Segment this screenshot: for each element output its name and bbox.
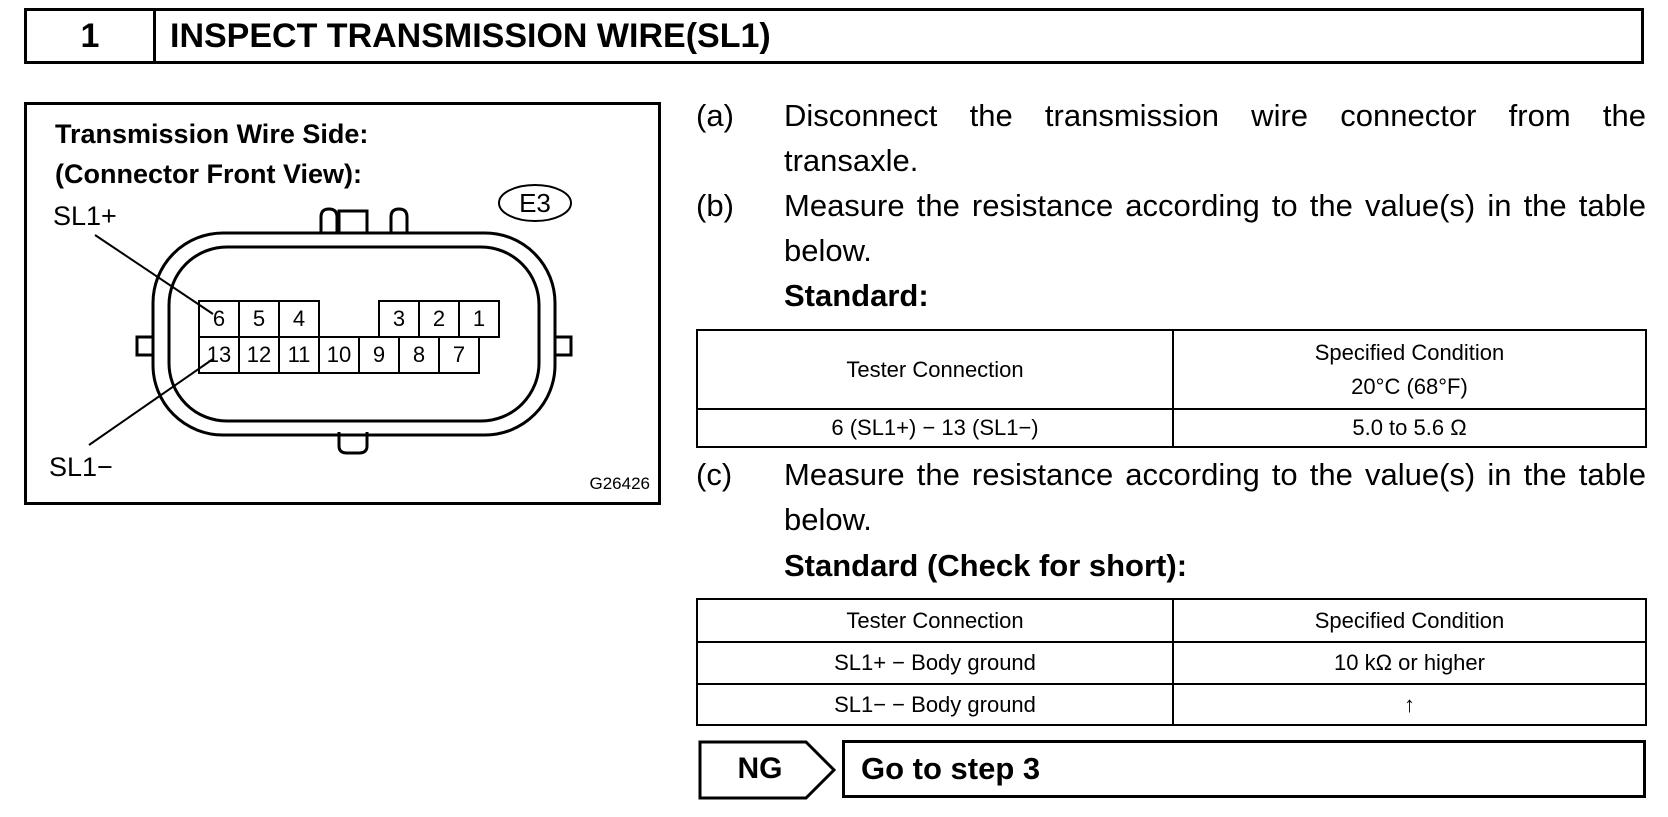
pin-9: 9 (372, 342, 386, 367)
ng-arrow-icon (698, 740, 837, 800)
step-number: 1 (27, 11, 156, 61)
pin-2: 2 (432, 306, 446, 331)
step-b-letter: (b) (696, 188, 734, 223)
table2-header-connection: Tester Connection (696, 598, 1174, 643)
pin-11: 11 (287, 342, 311, 367)
step-a-letter: (a) (696, 98, 734, 133)
goto-step-link[interactable]: Go to step 3 (842, 740, 1646, 798)
connector-key (337, 432, 369, 455)
table1-header-condition-line2: 20°C (68°F) (1351, 373, 1468, 399)
leader-line-minus (88, 358, 214, 446)
pin-8: 8 (412, 342, 426, 367)
table-row: SL1+ − Body ground 10 kΩ or higher (696, 641, 1647, 685)
pin-1: 1 (472, 306, 486, 331)
standard-label: Standard: (784, 278, 929, 313)
table1-row1-connection: 6 (SL1+) − 13 (SL1−) (696, 408, 1174, 448)
connector-ear-right (555, 335, 573, 357)
step-c: (c) Measure the resistance according to … (696, 452, 1646, 542)
figure-code: G26426 (589, 474, 651, 493)
table-header-row: Tester Connection Specified Condition 20… (696, 329, 1647, 410)
label-sl1-minus: SL1− (49, 452, 113, 482)
short-check-table: Tester Connection Specified Condition SL… (696, 598, 1647, 726)
connector-figure: Transmission Wire Side: (Connector Front… (24, 102, 661, 505)
step-c-text: Measure the resistance according to the … (784, 457, 1646, 537)
pin-3: 3 (392, 306, 406, 331)
figure-heading-line1: Transmission Wire Side: (55, 119, 369, 149)
figure-heading-line2: (Connector Front View): (55, 159, 362, 189)
step-c-letter: (c) (696, 457, 733, 492)
table-row: 6 (SL1+) − 13 (SL1−) 5.0 to 5.6 Ω (696, 408, 1647, 448)
connector-code-badge (498, 184, 572, 222)
connector-diagram (88, 184, 573, 455)
pin-6: 6 (212, 306, 226, 331)
pin-7: 7 (452, 342, 466, 367)
resistance-table: Tester Connection Specified Condition 20… (696, 329, 1647, 448)
connector-housing-inner (167, 245, 541, 423)
step-a: (a) Disconnect the transmission wire con… (696, 93, 1646, 183)
table2-header-condition: Specified Condition (1172, 598, 1647, 643)
label-sl1-plus: SL1+ (53, 201, 117, 231)
standard-short-label: Standard (Check for short): (784, 548, 1188, 583)
step-header: 1 INSPECT TRANSMISSION WIRE(SL1) (24, 8, 1644, 64)
connector-ear-left (135, 335, 153, 357)
pin-12: 12 (246, 342, 272, 367)
table1-header-condition-line1: Specified Condition (1314, 339, 1505, 365)
leader-line-plus (94, 234, 214, 315)
table2-row2-connection: SL1− − Body ground (696, 683, 1174, 726)
table2-row1-condition: 10 kΩ or higher (1172, 641, 1647, 685)
connector-housing-outer (151, 231, 557, 437)
terminal-grid (198, 300, 500, 374)
table2-row2-condition: ↑ (1172, 683, 1647, 726)
connector-code: E3 (519, 187, 551, 218)
pin-4: 4 (292, 306, 306, 331)
ng-label: NG (737, 752, 783, 785)
step-title: INSPECT TRANSMISSION WIRE(SL1) (170, 16, 771, 55)
table1-row1-condition: 5.0 to 5.6 Ω (1172, 408, 1647, 448)
table2-row1-connection: SL1+ − Body ground (696, 641, 1174, 685)
step-b: (b) Measure the resistance according to … (696, 183, 1646, 273)
connector-latch (337, 209, 369, 235)
table1-header-condition: Specified Condition 20°C (68°F) (1172, 329, 1647, 410)
table-header-row: Tester Connection Specified Condition (696, 598, 1647, 643)
table1-header-connection: Tester Connection (696, 329, 1174, 410)
table-row: SL1− − Body ground ↑ (696, 683, 1647, 726)
pin-10: 10 (326, 342, 352, 367)
connector-tab-right (389, 207, 409, 233)
step-a-text: Disconnect the transmission wire connect… (784, 98, 1646, 178)
pin-13: 13 (206, 342, 232, 367)
connector-tab-left (319, 207, 339, 233)
pin-5: 5 (252, 306, 266, 331)
step-b-text: Measure the resistance according to the … (784, 188, 1646, 268)
